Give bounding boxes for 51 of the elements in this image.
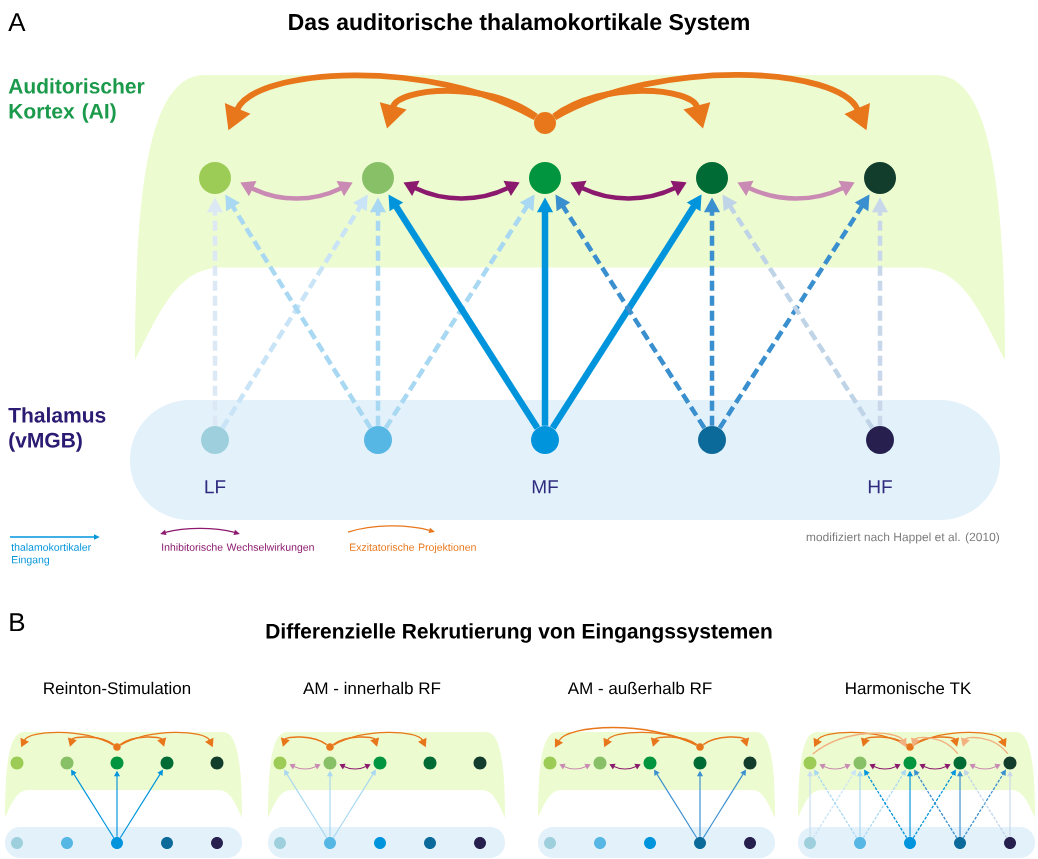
inhibition-arrow — [339, 763, 371, 770]
frequency-label: MF — [532, 480, 558, 494]
cortex-band — [268, 732, 505, 818]
projection-arrow — [284, 769, 328, 839]
projection-arrow — [654, 769, 698, 839]
cortex-band — [538, 732, 775, 818]
excitation-arrow — [332, 736, 380, 747]
thalamus-band — [5, 827, 242, 858]
frequency-label: HF — [868, 480, 892, 494]
source-note: modifiziert nach Happel et al. (2010) — [806, 532, 999, 544]
inhibition-arrow — [609, 763, 641, 770]
neuron-dot — [364, 426, 392, 454]
title: Das auditorische thalamokortikale System — [289, 13, 749, 35]
neuron-dot — [362, 162, 394, 194]
panel-title: AM - innerhalb RF — [303, 681, 441, 695]
panel-title: Reinton-Stimulation — [44, 681, 191, 695]
projection-arrow — [119, 769, 163, 839]
panel-letter: B — [10, 613, 25, 632]
region-label: Thalamus (vMGB) — [8, 407, 106, 452]
legend-text: Inhibitorische Wechselwirkungen — [162, 543, 314, 553]
inhibition-arrow — [289, 763, 321, 770]
excitation-arrow — [702, 736, 750, 747]
cortex-band — [798, 732, 1035, 818]
thalamus-band — [268, 827, 505, 858]
legend-text: thalamokortikaler Eingang — [11, 543, 91, 566]
inhibition-arrow — [969, 763, 1001, 770]
neuron-dot — [864, 162, 896, 194]
projection-arrow — [332, 769, 376, 839]
projection-arrow — [71, 769, 115, 839]
panel-title: Harmonische TK — [846, 681, 972, 695]
neuron-dot — [696, 162, 728, 194]
frequency-label: LF — [205, 480, 226, 494]
inhibition-arrow — [869, 763, 901, 770]
region-label: Auditorischer Kortex (AI) — [8, 78, 145, 123]
thalamus-band — [538, 827, 775, 858]
neuron-dot — [199, 162, 231, 194]
legend-text: Exzitatorische Projektionen — [350, 543, 476, 553]
excitation-arrow — [554, 726, 698, 748]
cortex-band — [5, 732, 242, 818]
neuron-dot — [529, 162, 561, 194]
excitation-arrow — [119, 736, 167, 747]
heading: Differenzielle Rekrutierung von Eingangssystemen — [266, 623, 772, 643]
inhibition-arrow — [919, 763, 951, 770]
excitation-arrow — [812, 732, 907, 755]
projection-arrow — [702, 769, 746, 839]
panel-letter: A — [8, 13, 26, 32]
inhibition-arrow — [559, 763, 591, 770]
panel-title: AM - außerhalb RF — [567, 681, 712, 695]
inhibition-arrow — [819, 763, 851, 770]
hub-dot — [534, 112, 556, 134]
neuron-dot — [698, 426, 726, 454]
